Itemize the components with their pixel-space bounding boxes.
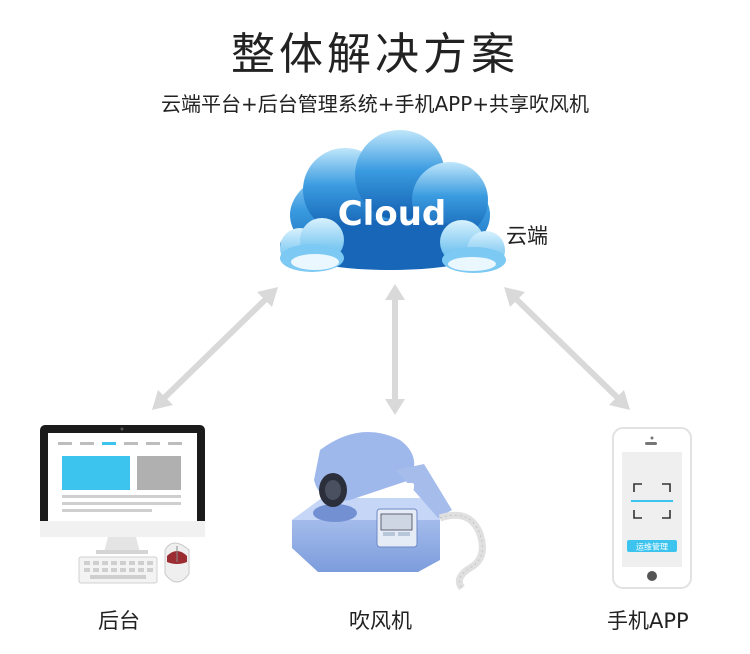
- app-label: 手机APP: [607, 609, 689, 633]
- page-title: 整体解决方案: [231, 29, 519, 80]
- arrow-cloud-dryer: [385, 284, 405, 415]
- page-subtitle: 云端平台+后台管理系统+手机APP+共享吹风机: [160, 92, 590, 116]
- computer-icon: [40, 425, 205, 554]
- backend-label: 后台: [98, 609, 140, 633]
- phone-icon: [612, 427, 692, 589]
- arrow-cloud-backend: [152, 287, 278, 410]
- cloud-icon: [280, 130, 506, 273]
- cloud-text: Cloud: [338, 194, 447, 234]
- cloud-label: 云端: [506, 224, 548, 248]
- arrows: [152, 284, 630, 415]
- keyboard-icon: [78, 556, 158, 584]
- small-cloud-right-icon: [440, 220, 506, 273]
- mouse-icon: [164, 542, 190, 583]
- scan-frame-icon: [633, 483, 671, 519]
- hair-dryer-icon: [292, 432, 486, 591]
- arrow-cloud-app: [504, 287, 630, 410]
- small-cloud-left-icon: [280, 218, 344, 272]
- dryer-label: 吹风机: [349, 609, 412, 633]
- phone-badge-text: 运维管理: [636, 542, 668, 552]
